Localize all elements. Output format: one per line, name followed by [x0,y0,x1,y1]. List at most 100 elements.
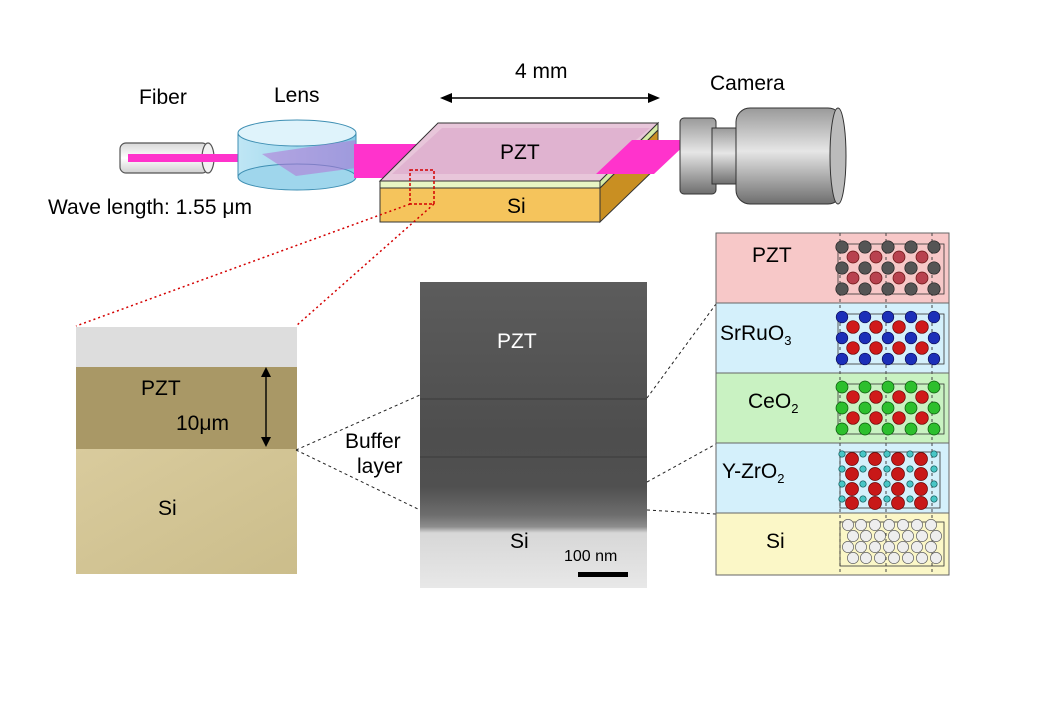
tem-pzt-label: PZT [497,330,537,353]
si-atom [847,530,859,542]
ceo-atom [858,401,872,415]
zoom-line-left [75,203,411,327]
stack-label-sro: SrRuO3 [720,322,792,349]
si-atom [925,519,937,531]
ceo-atom-o [915,411,929,425]
pzt-atom [881,282,895,296]
si-atom [855,541,867,553]
sro-atom [835,352,849,366]
si-atom [847,552,859,564]
ceo-atom [904,401,918,415]
micrograph-pzt-label: PZT [141,377,181,400]
tem-image [420,282,647,588]
sro-atom [904,331,918,345]
yzr-atom [883,465,891,473]
chip-pzt-label: PZT [500,141,540,164]
pzt-atom-o [869,271,883,285]
pzt-atom-o [915,271,929,285]
si-atom [911,519,923,531]
yzr-atom [906,495,914,503]
yzr-atom-o [914,467,928,481]
sro-atom [835,331,849,345]
thickness-label: 10μm [176,412,229,436]
lens [237,119,357,191]
pzt-atom [835,282,849,296]
yzr-atom [906,450,914,458]
si-atom [883,519,895,531]
ceo-atom-o [846,411,860,425]
stack-line-3 [646,509,717,515]
sro-atom [858,352,872,366]
yzr-atom [859,450,867,458]
ceo-atom [835,422,849,436]
wavelength-label: Wave length: 1.55 μm [48,196,252,220]
yzr-atom-o [891,482,905,496]
sro-atom [858,331,872,345]
sro-atom-o [915,341,929,355]
sro-atom-o [869,341,883,355]
buffer-line-top [295,394,421,451]
si-atom [925,541,937,553]
yzr-cell-frame [839,451,941,509]
scale-bar-label: 100 nm [564,548,618,565]
pzt-atom [927,282,941,296]
yzr-atom-o [845,496,859,510]
si-atom [911,541,923,553]
sro-atom [881,352,895,366]
fiber-label: Fiber [139,86,187,109]
si-atom [888,530,900,542]
ceo-atom [927,380,941,394]
si-atom [888,552,900,564]
pzt-atom [858,282,872,296]
si-atom [860,530,872,542]
si-atom [930,530,942,542]
crystal-structures [835,240,945,567]
wavelength-text: Wave length: 1.55 [48,196,217,219]
pzt-atom-o [846,271,860,285]
ceo-atom [927,422,941,436]
ceo-atom-o [869,411,883,425]
yzr-atom-o [845,452,859,466]
pzt-atom-o [869,250,883,264]
yzr-atom-o [891,496,905,510]
fiber-beam [128,154,258,162]
si-atom [930,552,942,564]
buffer-label-line1: Buffer [345,430,401,453]
yzr-atom-o [914,452,928,466]
yzr-atom-o [891,452,905,466]
yzr-atom-o [868,467,882,481]
yzr-atom-o [868,496,882,510]
ceo-atom-o [846,390,860,404]
pzt-atom [835,240,849,254]
thickness-unit: μm [199,412,229,435]
yzr-atom [838,450,846,458]
ceo-atom-o [892,390,906,404]
ceo-atom [927,401,941,415]
output-beam [596,140,690,174]
si-atom [869,541,881,553]
si-atom [883,541,895,553]
buffer-line-bottom [295,449,421,511]
pzt-atom [927,240,941,254]
optical-micrograph [76,327,297,574]
yzr-atom [930,495,938,503]
yzr-atom-o [868,452,882,466]
sro-atom [881,331,895,345]
thickness-arrow [261,367,271,447]
pzt-atom [858,240,872,254]
stack-label-ceo: CeO2 [748,390,799,417]
yzr-atom-o [868,482,882,496]
ceo-atom [881,380,895,394]
sro-atom [927,310,941,324]
camera [679,107,847,205]
lens-label: Lens [274,84,320,107]
pzt-atom [881,261,895,275]
sro-atom-o [869,320,883,334]
yzr-atom [859,465,867,473]
width-label: 4 mm [515,60,568,83]
yzr-atom-o [845,467,859,481]
si-atom [902,530,914,542]
pzt-atom [904,282,918,296]
sro-atom [835,310,849,324]
zoom-line-right [295,203,435,327]
